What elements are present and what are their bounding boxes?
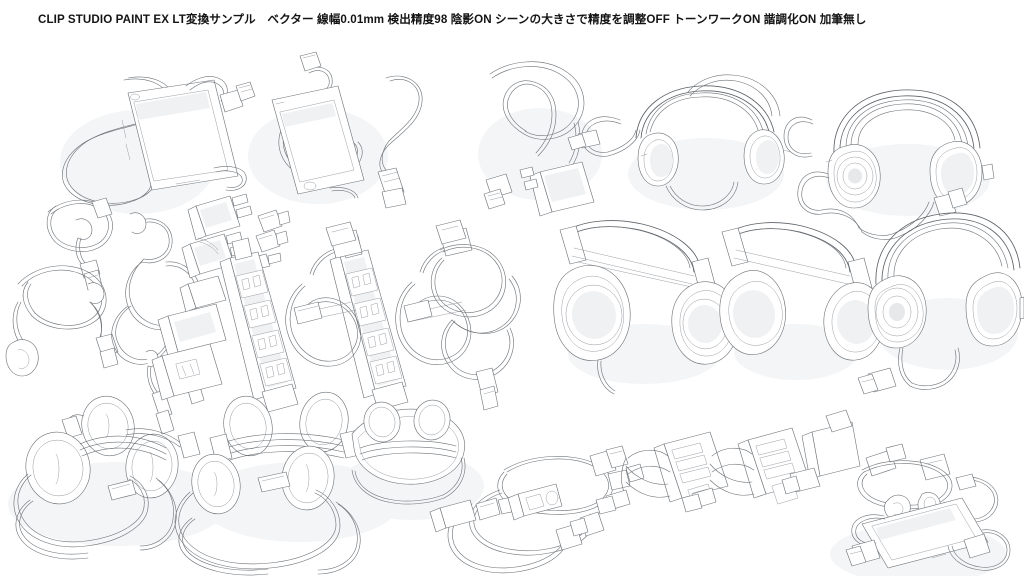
row-3 (8, 391, 1011, 576)
over-ear-headphones-right (857, 212, 1024, 395)
cable-loops-bottom (429, 445, 645, 574)
power-strip-4-outlet-left (219, 237, 299, 413)
over-ear-headphones-with-mic (783, 89, 995, 240)
headphones-with-case (340, 399, 484, 520)
tablet-with-usb-cable (830, 497, 1011, 576)
headphones-group-left (8, 395, 228, 560)
coiled-cable-bundles (285, 219, 473, 367)
ac-adapter-row-bottom (569, 427, 811, 537)
smartphone-with-cable (248, 51, 423, 209)
earbuds-coiled (5, 197, 119, 377)
row-2 (5, 193, 1024, 435)
cable-loops-row2 (430, 244, 521, 411)
headphones-group-middle (174, 391, 400, 576)
over-ear-headphones-tangled (567, 74, 791, 211)
power-strip-4-outlet-right (329, 235, 409, 411)
line-art-illustration (5, 51, 1024, 576)
connector-row-bottom (507, 409, 951, 521)
page-caption: CLIP STUDIO PAINT EX LT変換サンプル ベクター 線幅0.0… (38, 13, 867, 26)
ac-adapter-plugs (151, 193, 291, 401)
headphones-folded-left (553, 220, 751, 395)
tablet-with-cable (60, 76, 256, 214)
row-1 (60, 51, 995, 240)
earbuds-tangled (111, 212, 205, 435)
usb-wall-charger-with-cable (478, 61, 602, 217)
artwork-canvas (0, 34, 1024, 576)
